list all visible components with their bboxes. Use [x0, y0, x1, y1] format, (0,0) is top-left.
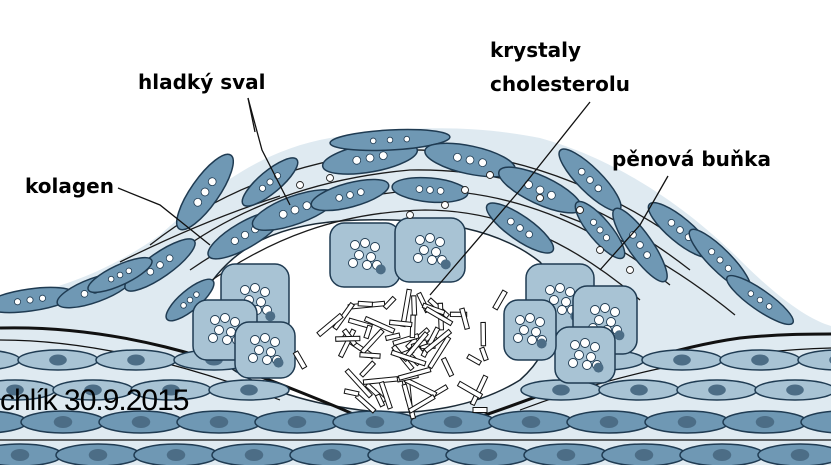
lipid-vacuole [462, 187, 469, 194]
media-spindle-cell [677, 380, 757, 400]
foam-cell [555, 327, 615, 383]
lipid-vacuole [442, 202, 449, 209]
media-spindle-cell [290, 444, 374, 465]
lipid-vacuole [537, 195, 544, 202]
media-spindle-cell [645, 411, 729, 433]
media-spindle-cell [524, 444, 608, 465]
media-spindle-cell [642, 350, 722, 370]
media-spindle-cell [720, 350, 800, 370]
label-crystals-line2: cholesterolu [490, 72, 630, 96]
cholesterol-crystal [481, 322, 486, 345]
media-spindle-cell [368, 444, 452, 465]
lipid-vacuole [327, 175, 334, 182]
foam-cell [330, 223, 400, 287]
leader-smooth-muscle-2 [248, 98, 255, 132]
media-spindle-cell [411, 411, 495, 433]
lipid-vacuole [407, 212, 414, 219]
lipid-vacuole [577, 207, 584, 214]
footer-date-text: chlík 30.9.2015 [0, 384, 188, 418]
label-crystals-line1: krystaly [490, 38, 581, 62]
media-spindle-cell [333, 411, 417, 433]
media-spindle-cell [255, 411, 339, 433]
media-spindle-cell [755, 380, 831, 400]
media-spindle-cell [18, 350, 98, 370]
foam-cell [395, 218, 465, 282]
media-spindle-cell [599, 380, 679, 400]
lipid-vacuole [627, 267, 634, 274]
media-spindle-cell [446, 444, 530, 465]
foam-cell [504, 300, 556, 360]
media-spindle-cell [212, 444, 296, 465]
media-spindle-cell [56, 444, 140, 465]
label-smooth-muscle: hladký sval [138, 70, 266, 94]
foam-cell [235, 322, 295, 378]
media-spindle-cell [134, 444, 218, 465]
media-spindle-cell [96, 350, 176, 370]
cholesterol-crystal [360, 353, 380, 359]
cholesterol-crystal [473, 408, 487, 413]
media-spindle-cell [567, 411, 651, 433]
cholesterol-crystal [412, 296, 417, 315]
media-spindle-cell [177, 411, 261, 433]
media-spindle-cell [758, 444, 831, 465]
media-spindle-cell [680, 444, 764, 465]
media-spindle-cell [723, 411, 807, 433]
media-spindle-cell [489, 411, 573, 433]
cholesterol-crystal [358, 301, 372, 306]
lipid-vacuole [297, 182, 304, 189]
label-collagen: kolagen [25, 174, 114, 198]
label-foam-cell: pěnová buňka [612, 147, 771, 171]
lipid-vacuole [487, 172, 494, 179]
cholesterol-crystal [336, 336, 360, 341]
lipid-vacuole [597, 247, 604, 254]
media-spindle-cell [209, 380, 289, 400]
media-spindle-cell [602, 444, 686, 465]
